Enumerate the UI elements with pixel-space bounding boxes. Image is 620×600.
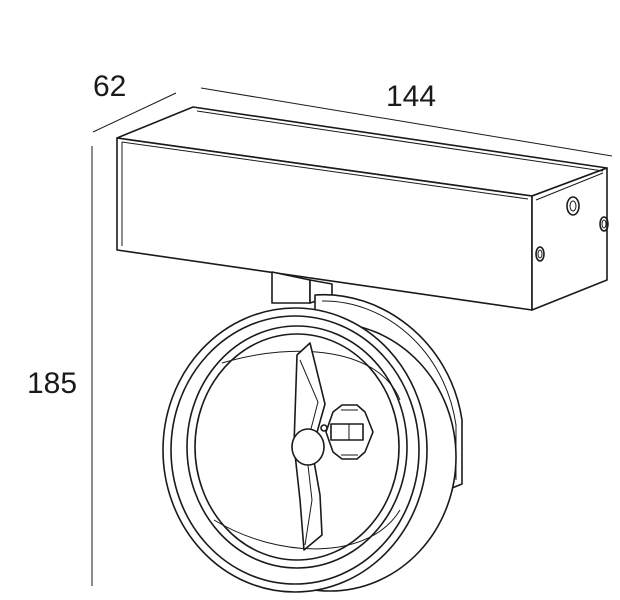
- screw-icon: [566, 196, 580, 216]
- depth-dimension-line: [92, 92, 177, 133]
- box-end-face: [531, 167, 608, 311]
- bulb: [291, 428, 325, 466]
- height-label: 185: [27, 367, 77, 400]
- lamp-module: [291, 342, 374, 551]
- depth-label: 62: [93, 70, 126, 103]
- track-adapter-box: [116, 106, 609, 311]
- screw-icon: [535, 246, 545, 262]
- dimension-lines: [91, 87, 613, 586]
- screw-icon: [599, 216, 609, 232]
- socket-icon: [320, 404, 374, 460]
- width-label: 144: [386, 80, 436, 113]
- width-dimension-line: [200, 87, 613, 157]
